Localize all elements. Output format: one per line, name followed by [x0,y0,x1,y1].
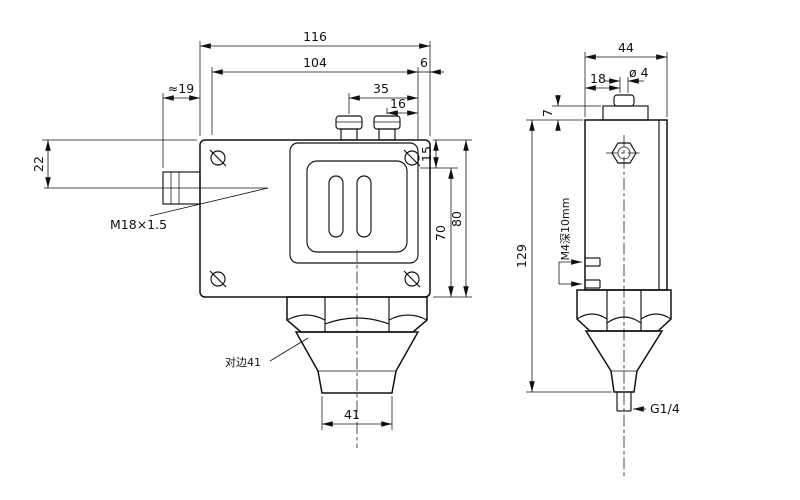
dim-fitting-drop: 22 [31,156,46,172]
mount-hole [585,279,601,289]
dim-edge-offset: 6 [420,55,428,70]
terminal-screw-icon [373,115,401,141]
dim-cap-height: 7 [540,109,555,117]
sensor-cone-side [584,330,664,412]
flats-leader-line [269,337,309,362]
side-body-outline [584,119,668,291]
dim-screw-to-edge: 35 [373,81,389,96]
dim-body-height: 80 [449,211,464,227]
label-side-thread: M18×1.5 [110,217,167,232]
corner-screw-icon [210,150,226,166]
side-view: 44 18 ø 4 7 129 M4深10mm G1/4 [514,40,680,478]
cover-plate [289,142,419,264]
label-mount-holes: M4深10mm [559,198,572,261]
mount-hole [585,257,601,267]
front-view-geometry [44,115,431,448]
label-wrench-flats: 对边41 [225,355,261,369]
label-pin-diameter: ø 4 [629,65,649,80]
dim-fitting-length: ≈19 [168,81,194,96]
dim-total-height: 129 [514,244,529,268]
dim-top-to-window: 15 [419,146,434,162]
dim-front-depth: 18 [590,71,606,86]
dim-screw-to-edge-inner: 16 [390,96,406,111]
corner-screw-icon [404,150,420,166]
front-view-dimensions: 116 104 6 35 16 ≈19 22 M18×1.5 15 70 80 … [31,29,472,430]
corner-screw-icon [404,271,420,287]
side-view-geometry [576,94,672,478]
corner-screw-icon [210,271,226,287]
label-bottom-thread: G1/4 [650,401,680,416]
window-slot [356,175,372,238]
dim-cover-width: 104 [303,55,327,70]
top-pin [613,94,635,107]
front-view: 116 104 6 35 16 ≈19 22 M18×1.5 15 70 80 … [31,29,472,448]
top-cap [602,105,649,121]
window-slot [328,175,344,238]
front-body-outline [199,139,431,298]
dim-depth: 44 [618,40,634,55]
dim-total-width: 116 [303,29,327,44]
side-view-dimensions: 44 18 ø 4 7 129 M4深10mm G1/4 [514,40,680,416]
dim-window-height: 70 [433,225,448,241]
sensor-cone-front [294,331,420,394]
dim-tip-width: 41 [344,407,360,422]
thread-leader-line [149,187,269,217]
terminal-screw-icon [335,115,363,141]
